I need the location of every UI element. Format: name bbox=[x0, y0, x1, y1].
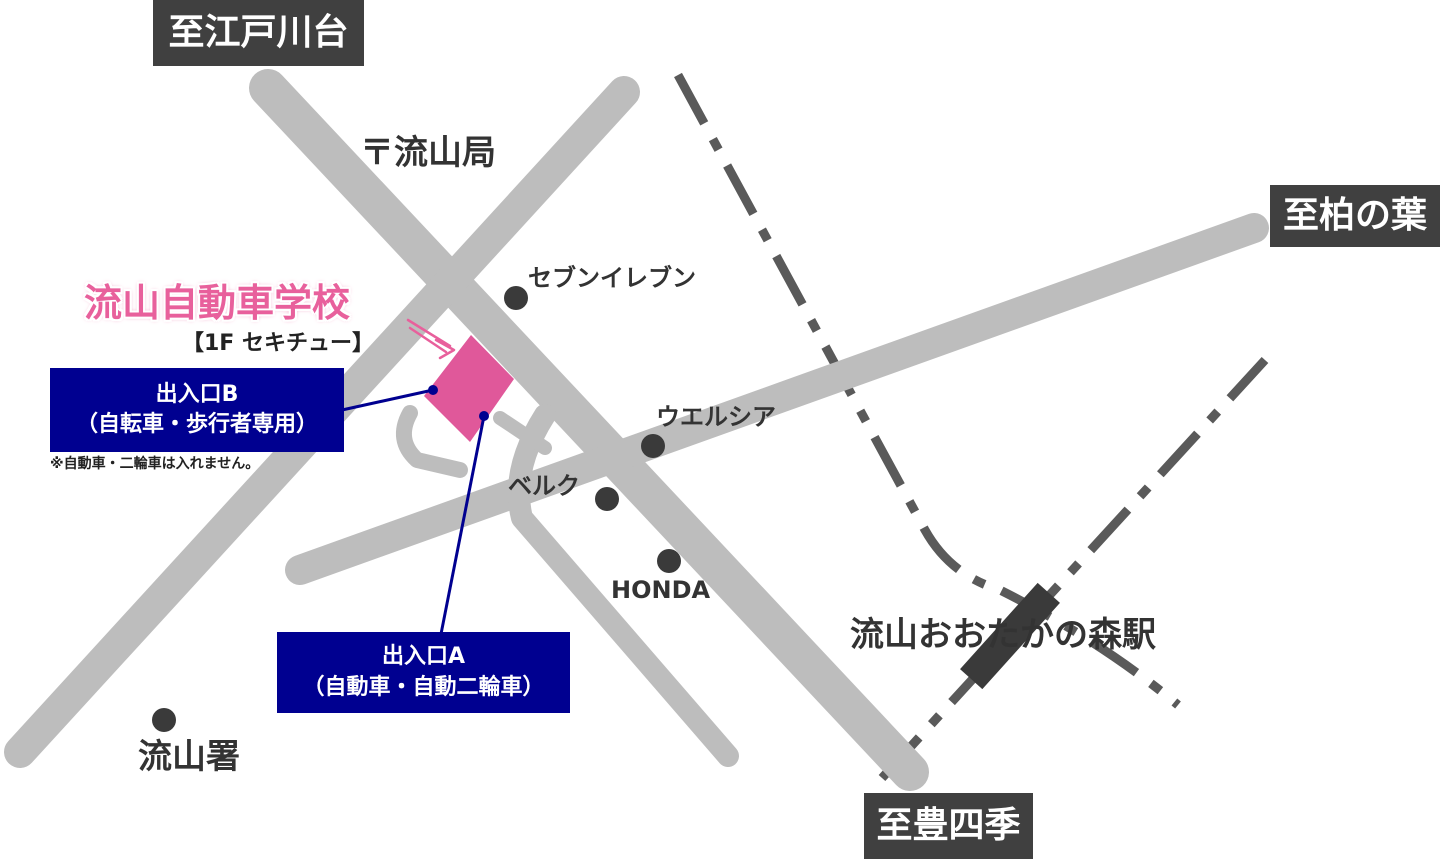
direction-edogawadai: 至江戸川台 bbox=[153, 0, 364, 66]
road-school-side bbox=[493, 411, 552, 455]
direction-kashiwanoha: 至柏の葉 bbox=[1270, 185, 1440, 247]
direction-toyoshiki: 至豊四季 bbox=[864, 793, 1033, 859]
station-label: 流山おおたかの森駅 bbox=[850, 615, 1156, 655]
welcia-label: ウエルシア bbox=[656, 403, 776, 431]
railway-line-southwest-northeast bbox=[878, 356, 1269, 782]
entrance-a-title: 出入口A bbox=[381, 644, 466, 670]
welcia-dot bbox=[641, 434, 665, 458]
entrance-note: ※自動車・二輪車は入れません。 bbox=[50, 456, 260, 472]
entrance-a-subtitle: （自動車・自動二輪車） bbox=[302, 674, 545, 700]
seven-eleven-label: セブンイレブン bbox=[528, 264, 696, 292]
road-school-access bbox=[395, 405, 468, 478]
entrance-b-subtitle: （自転車・歩行者専用） bbox=[75, 412, 318, 437]
entrance-pointers bbox=[341, 388, 486, 635]
belc-dot bbox=[595, 487, 619, 511]
school-building bbox=[424, 335, 514, 442]
school-arrow-icon bbox=[406, 318, 456, 360]
seven-eleven-dot bbox=[504, 286, 528, 310]
railway-lines bbox=[674, 72, 1269, 782]
entrance-a-box: 出入口A （自動車・自動二輪車） bbox=[277, 632, 570, 713]
police-dot bbox=[152, 708, 176, 732]
road-main-diagonal bbox=[249, 69, 929, 791]
school-sub-label: 【1F セキチュー】 bbox=[182, 331, 374, 356]
entrance-b-pointer bbox=[341, 388, 434, 412]
entrance-a-pointer bbox=[439, 415, 486, 635]
entrance-b-box: 出入口B （自転車・歩行者専用） bbox=[50, 368, 344, 452]
road-branch bbox=[507, 404, 739, 767]
entrance-b-title: 出入口B bbox=[155, 381, 239, 407]
entrance-a-marker bbox=[479, 411, 489, 421]
station-platform bbox=[960, 582, 1060, 690]
post-office-label: 〒流山局 bbox=[360, 133, 496, 173]
police-label: 流山署 bbox=[138, 737, 240, 777]
entrance-b-marker bbox=[428, 385, 438, 395]
school-name: 流山自動車学校 bbox=[84, 281, 351, 325]
honda-label: HONDA bbox=[611, 576, 711, 604]
landmark-dots bbox=[152, 286, 681, 732]
road-kashiwanoha bbox=[285, 213, 1269, 585]
roads bbox=[4, 69, 1269, 791]
railway-line-north-south bbox=[674, 72, 1181, 709]
honda-dot bbox=[657, 549, 681, 573]
belc-label: ベルク bbox=[508, 472, 580, 500]
